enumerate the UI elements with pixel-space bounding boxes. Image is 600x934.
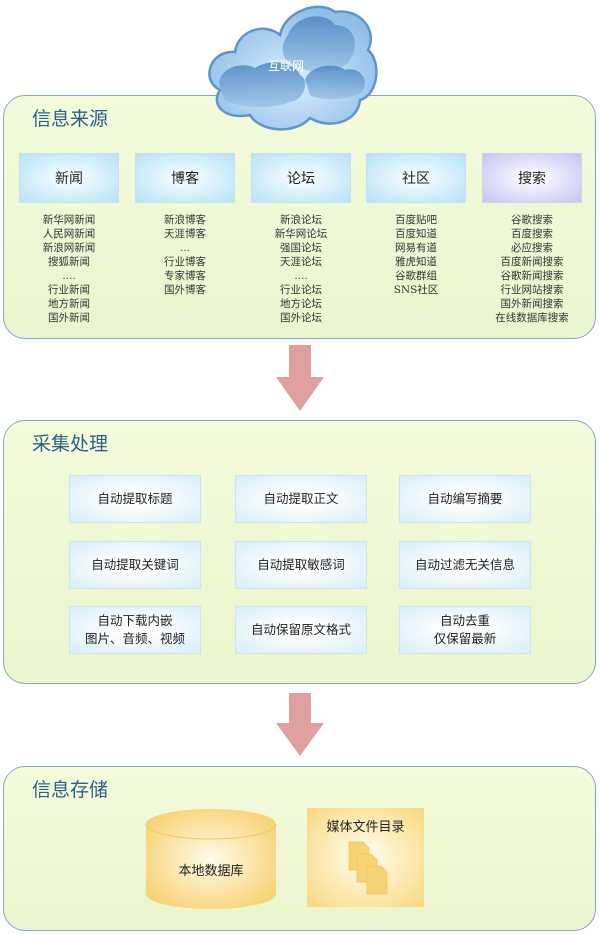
source-item: .... bbox=[294, 270, 308, 282]
documents-icon bbox=[348, 841, 388, 895]
source-item: 新华网论坛 bbox=[274, 228, 328, 240]
source-item: 国外新闻搜索 bbox=[500, 298, 564, 310]
source-item: 行业博客 bbox=[164, 256, 206, 268]
process-step: 自动下载内嵌图片、音频、视频 bbox=[69, 606, 201, 654]
source-category-0: 新闻 bbox=[19, 153, 119, 203]
process-step: 自动提取正文 bbox=[235, 475, 367, 523]
source-item: 搜狐新闻 bbox=[48, 256, 90, 268]
source-category-2: 论坛 bbox=[251, 153, 351, 203]
source-item: 新浪博客 bbox=[164, 214, 206, 226]
source-item: 必应搜索 bbox=[511, 242, 553, 254]
storage-panel: 信息存储 bbox=[3, 766, 596, 931]
source-item: 在线数据库搜索 bbox=[495, 312, 569, 324]
source-item: 网易有道 bbox=[395, 242, 437, 254]
processing-panel: 采集处理 自动提取标题 自动提取正文 自动编写摘要自动提取关键词 自动提取敏感词 自动过… bbox=[3, 420, 596, 684]
source-item: 行业论坛 bbox=[280, 284, 322, 296]
process-step-line: 自动提取正文 bbox=[263, 491, 339, 506]
process-step-label: 自动过滤无关信息 bbox=[415, 556, 515, 574]
process-step-label: 自动下载内嵌图片、音频、视频 bbox=[85, 612, 185, 648]
source-list: 新华网新闻人民网新闻新浪网新闻搜狐新闻.... 行业新闻地方新闻国外新闻 bbox=[4, 213, 134, 325]
source-item: 人民网新闻 bbox=[42, 228, 96, 240]
process-step: 自动提取敏感词 bbox=[235, 541, 367, 589]
source-item: 谷歌群组 bbox=[395, 270, 437, 282]
process-step-label: 自动保留原文格式 bbox=[251, 621, 351, 639]
source-item: 谷歌新闻搜索 bbox=[500, 270, 564, 282]
source-item: 百度贴吧 bbox=[395, 214, 437, 226]
internet-cloud-icon bbox=[208, 5, 378, 131]
process-step: 自动保留原文格式 bbox=[235, 606, 367, 654]
process-step-line: 自动过滤无关信息 bbox=[414, 557, 515, 572]
source-item: SNS社区 bbox=[393, 284, 439, 296]
source-item: 天涯论坛 bbox=[280, 256, 322, 268]
process-step-label: 自动提取标题 bbox=[97, 490, 172, 508]
source-category-1: 博客 bbox=[135, 153, 235, 203]
database-label: 本地数据库 bbox=[178, 864, 244, 879]
processing-title: 采集处理 bbox=[32, 433, 109, 455]
source-item: 行业新闻 bbox=[48, 284, 90, 296]
process-step-label: 自动提取正文 bbox=[263, 490, 338, 508]
source-item: ... bbox=[179, 242, 190, 254]
media-directory: 媒体文件目录 bbox=[307, 808, 424, 907]
sources-panel: 信息来源 新闻新华网新闻人民网新闻新浪网新闻搜狐新闻....行业新闻地方新闻国外… bbox=[3, 95, 596, 339]
process-step-line: 自动保留原文格式 bbox=[250, 622, 351, 637]
process-step-line: 自动提取标题 bbox=[97, 491, 173, 506]
process-step: 自动去重仅保留最新 bbox=[399, 606, 531, 654]
media-directory-label: 媒体文件目录 bbox=[326, 820, 405, 835]
source-item: 国外新闻 bbox=[48, 312, 90, 324]
source-item: 天涯博客 bbox=[164, 228, 206, 240]
process-step: 自动提取标题 bbox=[69, 475, 201, 523]
source-category-4: 搜索 bbox=[482, 153, 582, 203]
process-step-label: 自动编写摘要 bbox=[427, 490, 502, 508]
source-item: 百度新闻搜索 bbox=[500, 256, 564, 268]
process-step-label: 自动提取关键词 bbox=[91, 556, 179, 574]
sources-title: 信息来源 bbox=[32, 108, 109, 130]
process-step-line: 自动去重 bbox=[439, 613, 490, 628]
arrow-down-icon bbox=[276, 693, 324, 756]
process-step-label: 自动提取敏感词 bbox=[257, 556, 345, 574]
source-category-3: 社区 bbox=[366, 153, 466, 203]
internet-label: 互联网 bbox=[268, 59, 305, 73]
source-item: 新浪论坛 bbox=[280, 214, 322, 226]
source-item: 专家博客 bbox=[164, 270, 206, 282]
arrow-down-icon bbox=[276, 345, 324, 411]
process-step: 自动过滤无关信息 bbox=[399, 541, 531, 589]
source-item: 新华网新闻 bbox=[42, 214, 96, 226]
source-list: 谷歌搜索百度搜索必应搜索百度新闻搜索谷歌新闻搜索行业网站搜索国外新闻搜索在线数据… bbox=[467, 213, 597, 325]
process-step-line: 图片、音频、视频 bbox=[84, 631, 185, 646]
source-item: 百度知道 bbox=[395, 228, 437, 240]
source-list: 新浪博客天涯博客... 行业博客专家博客国外博客 bbox=[120, 213, 250, 297]
source-item: 地方新闻 bbox=[48, 298, 90, 310]
process-step-line: 自动提取敏感词 bbox=[257, 557, 345, 572]
source-item: 新浪网新闻 bbox=[42, 242, 96, 254]
source-item: 行业网站搜索 bbox=[500, 284, 564, 296]
source-item: 百度搜索 bbox=[511, 228, 553, 240]
database-icon bbox=[145, 809, 277, 909]
source-list: 新浪论坛新华网论坛强国论坛天涯论坛.... 行业论坛地方论坛国外论坛 bbox=[236, 213, 366, 325]
source-item: .... bbox=[62, 270, 76, 282]
source-item: 地方论坛 bbox=[280, 298, 322, 310]
source-item: 强国论坛 bbox=[280, 242, 322, 254]
source-item: 谷歌搜索 bbox=[511, 214, 553, 226]
process-step-line: 自动编写摘要 bbox=[427, 491, 503, 506]
source-item: 国外博客 bbox=[164, 284, 206, 296]
process-step: 自动提取关键词 bbox=[69, 541, 201, 589]
process-step-label: 自动去重仅保留最新 bbox=[434, 612, 497, 648]
source-list: 百度贴吧百度知道网易有道雅虎知道谷歌群组 SNS社区 bbox=[351, 213, 481, 297]
source-item: 国外论坛 bbox=[280, 312, 322, 324]
process-step-line: 自动下载内嵌 bbox=[97, 613, 173, 628]
process-step-line: 自动提取关键词 bbox=[91, 557, 179, 572]
process-step-line: 仅保留最新 bbox=[433, 631, 497, 646]
storage-title: 信息存储 bbox=[32, 779, 109, 801]
process-step: 自动编写摘要 bbox=[399, 475, 531, 523]
source-item: 雅虎知道 bbox=[395, 256, 437, 268]
